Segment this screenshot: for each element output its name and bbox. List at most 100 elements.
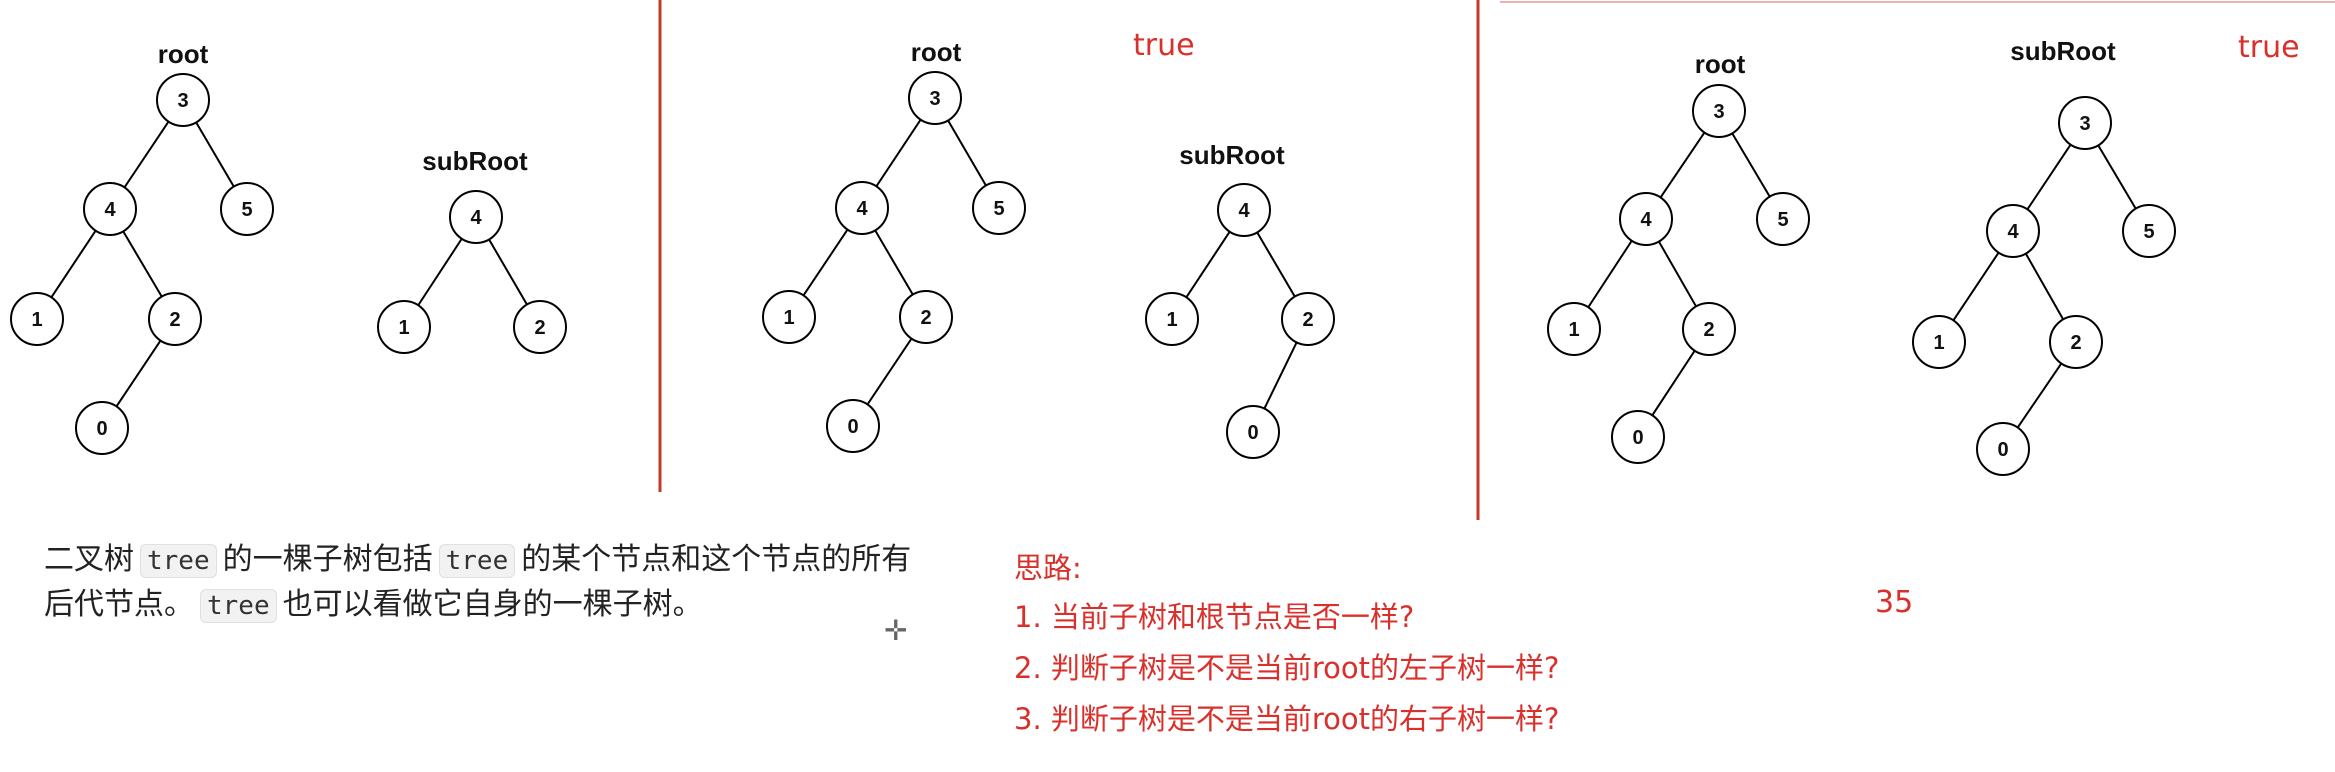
desc-text-1b: 的一棵子树包括 bbox=[222, 542, 433, 577]
tree-node-label: 4 bbox=[1640, 209, 1652, 231]
tree-edge bbox=[122, 230, 163, 298]
code-tree-3: tree bbox=[200, 589, 277, 623]
tree-edge bbox=[947, 119, 987, 187]
tree-edge bbox=[1658, 241, 1697, 307]
tree-node-circle bbox=[1682, 302, 1736, 356]
tree-node-label: 2 bbox=[920, 307, 931, 329]
tree-edge bbox=[1256, 231, 1296, 298]
tree-node-circle bbox=[148, 292, 202, 346]
tree-node-label: 2 bbox=[534, 317, 545, 339]
tree-node-circle bbox=[762, 290, 816, 344]
tree-node-label: 4 bbox=[470, 207, 482, 229]
tree-edge bbox=[50, 230, 97, 298]
tree-node-label: 4 bbox=[104, 199, 116, 221]
tree-node-circle bbox=[1692, 84, 1746, 138]
tree-node-circle bbox=[1226, 405, 1280, 459]
desc-text-2b: 也可以看做它自身的一棵子树。 bbox=[282, 587, 703, 622]
tree-title-root-3: root bbox=[1694, 49, 1746, 79]
tree-node-circle bbox=[1986, 204, 2040, 258]
thought-step-1: 1. 当前子树和根节点是否一样? bbox=[1014, 600, 1415, 634]
tree-node-circle bbox=[1281, 292, 1335, 346]
tree-edge bbox=[1659, 131, 1706, 199]
code-tree-1: tree bbox=[140, 544, 217, 578]
number-annotation: 35 bbox=[1875, 585, 1914, 620]
tree-node-label: 3 bbox=[2079, 113, 2090, 135]
tree-node-label: 0 bbox=[1247, 422, 1258, 444]
tree-2-subroot: 4 1 2 0 bbox=[1145, 183, 1335, 459]
tree-node-circle bbox=[1611, 410, 1665, 464]
tree-title-root-2: root bbox=[910, 37, 962, 67]
tree-node-label: 3 bbox=[1713, 101, 1724, 123]
tree-node-circle bbox=[972, 181, 1026, 235]
tree-node-circle bbox=[835, 181, 889, 235]
tree-edge bbox=[1263, 341, 1298, 410]
tree-node-label: 3 bbox=[929, 88, 940, 110]
tree-title-root-1: root bbox=[157, 39, 209, 69]
tree-node-label: 3 bbox=[177, 90, 188, 112]
tree-node-circle bbox=[908, 71, 962, 125]
tree-title-subroot-2: subRoot bbox=[1179, 140, 1285, 170]
tree-node-circle bbox=[899, 290, 953, 344]
tree-edge bbox=[874, 229, 914, 296]
tree-node-label: 1 bbox=[31, 309, 42, 331]
desc-text-2a: 后代节点。 bbox=[44, 587, 194, 622]
tree-node-circle bbox=[83, 182, 137, 236]
tree-node-label: 2 bbox=[169, 309, 180, 331]
tree-edge bbox=[1587, 240, 1633, 308]
tree-title-subroot-3: subRoot bbox=[2010, 36, 2116, 66]
thoughts-heading: 思路: bbox=[1014, 551, 1082, 585]
tree-node-circle bbox=[1145, 292, 1199, 346]
tree-edge bbox=[2016, 362, 2063, 429]
tree-node-circle bbox=[1912, 315, 1966, 369]
tree-node-label: 4 bbox=[2007, 221, 2019, 243]
tree-edge bbox=[802, 229, 849, 296]
code-tree-2: tree bbox=[438, 544, 516, 578]
tree-node-label: 4 bbox=[856, 198, 868, 220]
tree-node-circle bbox=[449, 190, 503, 244]
tree-node-circle bbox=[2049, 315, 2103, 369]
desc-text-1a: 二叉树 bbox=[44, 542, 134, 577]
tree-node-circle bbox=[220, 182, 274, 236]
tree-node-circle bbox=[2122, 204, 2176, 258]
tree-edge bbox=[488, 238, 528, 306]
tree-node-circle bbox=[1619, 192, 1673, 246]
tree-node-label: 4 bbox=[1238, 200, 1250, 222]
tree-edge bbox=[2024, 253, 2065, 320]
result-label-panel-3: true bbox=[2238, 30, 2300, 65]
tree-node-label: 0 bbox=[96, 418, 107, 440]
tree-node-circle bbox=[513, 300, 567, 354]
tree-1-root: 3 4 5 1 2 0 bbox=[10, 73, 274, 455]
tree-node-label: 2 bbox=[1703, 319, 1714, 341]
tree-node-label: 0 bbox=[1997, 439, 2008, 461]
tree-node-label: 0 bbox=[1632, 427, 1643, 449]
tree-edge bbox=[866, 338, 913, 405]
tree-edge bbox=[1952, 252, 2000, 321]
tree-node-label: 1 bbox=[398, 317, 409, 339]
thought-step-3: 3. 判断子树是不是当前root的右子树一样? bbox=[1014, 702, 1560, 736]
tree-edge bbox=[1185, 231, 1231, 298]
tree-node-label: 5 bbox=[241, 199, 252, 221]
tree-edge bbox=[195, 121, 235, 188]
tree-1-subroot: 4 1 2 bbox=[377, 190, 567, 354]
tree-node-circle bbox=[826, 399, 880, 453]
tree-node-circle bbox=[1756, 192, 1810, 246]
thought-step-2: 2. 判断子树是不是当前root的左子树一样? bbox=[1014, 651, 1560, 685]
tree-node-label: 1 bbox=[783, 307, 794, 329]
tree-node-label: 1 bbox=[1166, 309, 1177, 331]
tree-node-circle bbox=[75, 401, 129, 455]
tree-node-label: 2 bbox=[2070, 332, 2081, 354]
tree-node-label: 1 bbox=[1933, 332, 1944, 354]
tree-edge bbox=[115, 340, 162, 407]
tree-edge bbox=[875, 119, 922, 187]
tree-edge bbox=[2026, 144, 2072, 210]
tree-title-subroot-1: subRoot bbox=[422, 146, 528, 176]
result-label-panel-2: true bbox=[1133, 28, 1195, 63]
tree-edge bbox=[123, 121, 170, 188]
tree-node-label: 2 bbox=[1302, 309, 1313, 331]
tree-node-circle bbox=[10, 292, 64, 346]
tree-node-circle bbox=[1217, 183, 1271, 237]
